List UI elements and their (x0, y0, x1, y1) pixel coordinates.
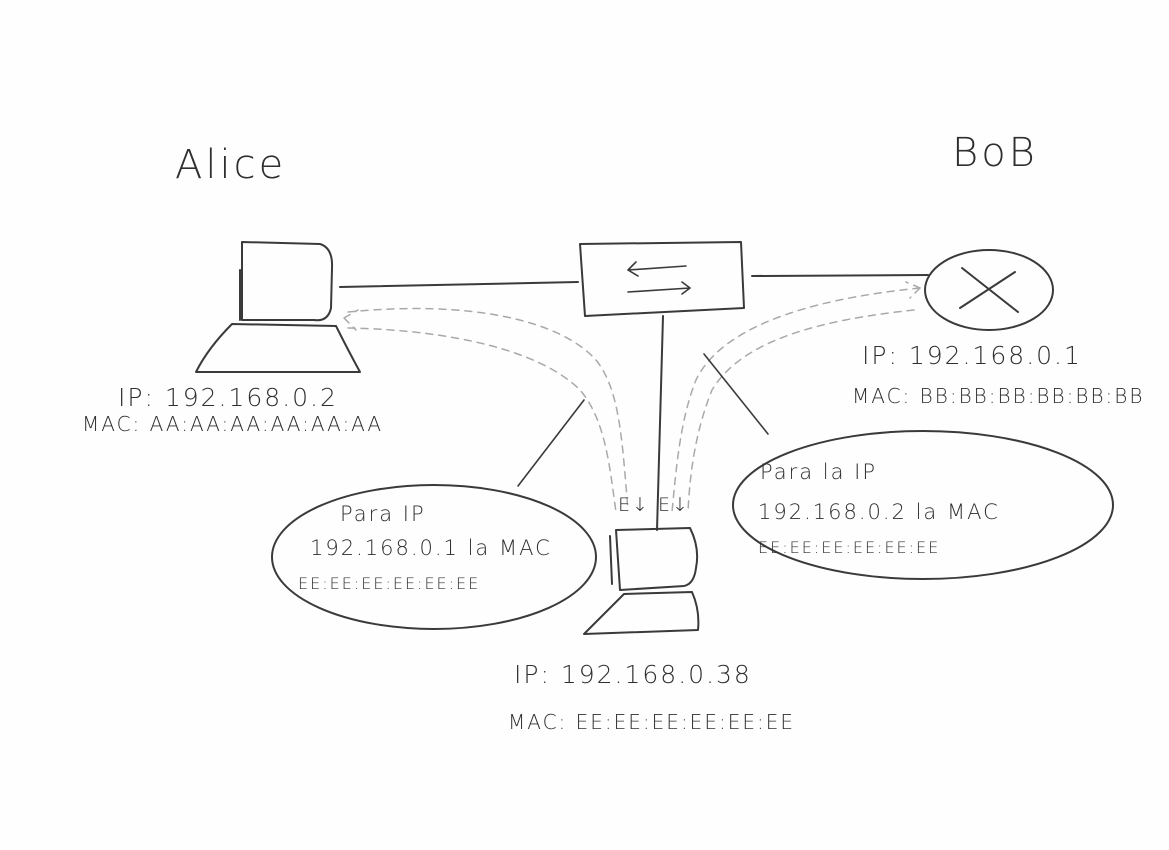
alice-mac: MAC: AA:AA:AA:AA:AA:AA (82, 412, 384, 436)
bob-ip: IP: 192.168.0.1 (862, 341, 1082, 370)
attacker-flags: E↓ E↓ (618, 494, 690, 516)
attacker-laptop-icon (583, 527, 700, 635)
bob-router-icon (924, 249, 1054, 331)
bubble-left-connector (517, 399, 585, 487)
link-switch-attacker (656, 315, 664, 531)
link-alice-switch (339, 281, 579, 288)
attacker-mac: MAC: EE:EE:EE:EE:EE:EE (508, 710, 795, 734)
intercepted-traffic-paths (343, 281, 921, 513)
bubble-right-line2: 192.168.0.2 la MAC (758, 500, 1000, 524)
bubble-left (271, 484, 597, 630)
switch-icon (579, 241, 745, 317)
alice-name: Alice (175, 142, 287, 188)
bob-name: BoB (952, 130, 1038, 176)
switch-arrows-icon (627, 261, 691, 295)
bubble-right-connector (703, 353, 769, 435)
bubble-right (732, 430, 1114, 580)
bubble-left-line1: Para IP (340, 502, 426, 526)
bob-mac: MAC: BB:BB:BB:BB:BB:BB (852, 384, 1145, 408)
bubble-left-line2: 192.168.0.1 la MAC (310, 536, 552, 560)
bubble-right-line1: Para la IP (760, 460, 878, 484)
bubble-left-line3: EE:EE:EE:EE:EE:EE (298, 574, 481, 593)
alice-laptop-icon (195, 241, 361, 373)
alice-ip: IP: 192.168.0.2 (118, 383, 338, 412)
bubble-right-line3: EE:EE:EE:EE:EE:EE (758, 538, 941, 557)
link-switch-bob (751, 274, 929, 277)
attacker-ip: IP: 192.168.0.38 (514, 660, 752, 689)
